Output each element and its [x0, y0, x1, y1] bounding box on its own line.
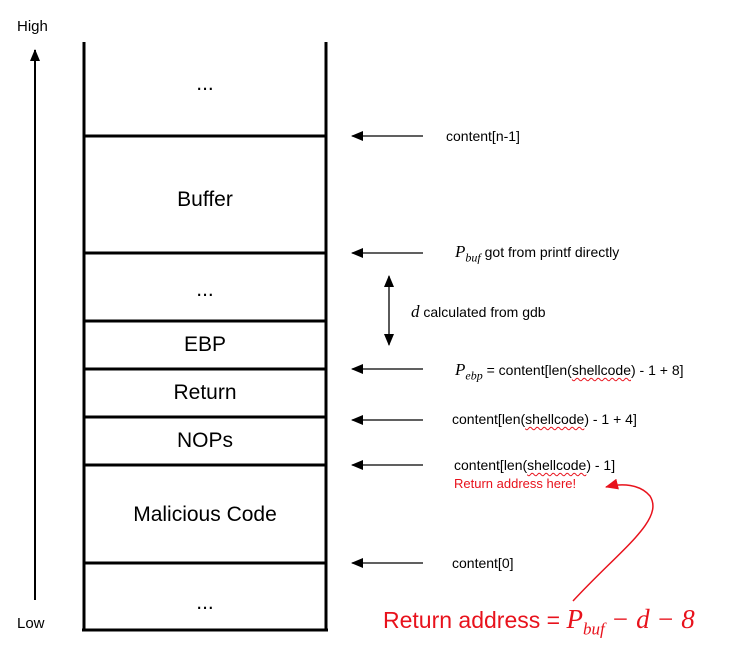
formula-prefix: Return address = — [383, 607, 567, 633]
d-text: calculated from gdb — [423, 304, 546, 320]
p-ebp-subscript: ebp — [465, 368, 483, 383]
return-word: shellcode — [525, 411, 585, 427]
stack-cell-nops: NOPs — [176, 429, 233, 452]
p-buf-text: got from printf directly — [484, 244, 620, 260]
stack-cell-malicious-code: Malicious Code — [133, 503, 277, 526]
p-buf-symbol: P — [455, 242, 466, 261]
return-tail: ) - 1 + 4] — [584, 411, 637, 427]
formula-rest: − d − 8 — [611, 604, 695, 634]
return-address-formula: Return address = Pbuf − d − 8 — [383, 604, 695, 639]
content-0-label: content[0] — [452, 555, 514, 571]
stack-cell-buffer: Buffer — [177, 188, 233, 211]
high-label: High — [17, 18, 48, 35]
nops-pre: content[len( — [454, 457, 528, 473]
return-address-here-label: Return address here! — [454, 476, 577, 491]
d-symbol: d — [411, 302, 420, 321]
nops-pointer-annotation: content[len(shellcode) - 1] — [454, 457, 615, 473]
content-n-minus-1-label: content[n-1] — [446, 128, 520, 144]
return-pointer-annotation: content[len(shellcode) - 1 + 4] — [452, 411, 637, 427]
formula-p-subscript: buf — [582, 619, 605, 639]
p-ebp-annotation: Pebp = content[len(shellcode) - 1 + 8] — [455, 360, 684, 383]
stack-cell-return: Return — [173, 381, 237, 404]
return-pre: content[len( — [452, 411, 526, 427]
red-curved-arrow — [572, 478, 654, 602]
p-ebp-eq: = content[len( — [486, 362, 572, 378]
stack-cell-ebp: EBP — [183, 333, 227, 356]
nops-tail: ) - 1] — [586, 457, 616, 473]
p-ebp-symbol: P — [455, 360, 466, 379]
low-label: Low — [17, 615, 45, 632]
stack-cell-top-ellipsis: ... — [196, 72, 214, 95]
p-ebp-word: shellcode — [571, 362, 631, 378]
nops-word: shellcode — [527, 457, 587, 473]
p-buf-annotation: Pbuf got from printf directly — [455, 242, 619, 265]
p-ebp-tail: ) - 1 + 8] — [631, 362, 684, 378]
stack-cell-mid-ellipsis: ... — [196, 278, 214, 301]
stack-cell-bottom-ellipsis: ... — [196, 591, 214, 614]
d-annotation: d calculated from gdb — [411, 302, 546, 322]
p-buf-subscript: buf — [465, 250, 481, 265]
formula-p-symbol: P — [566, 604, 583, 634]
